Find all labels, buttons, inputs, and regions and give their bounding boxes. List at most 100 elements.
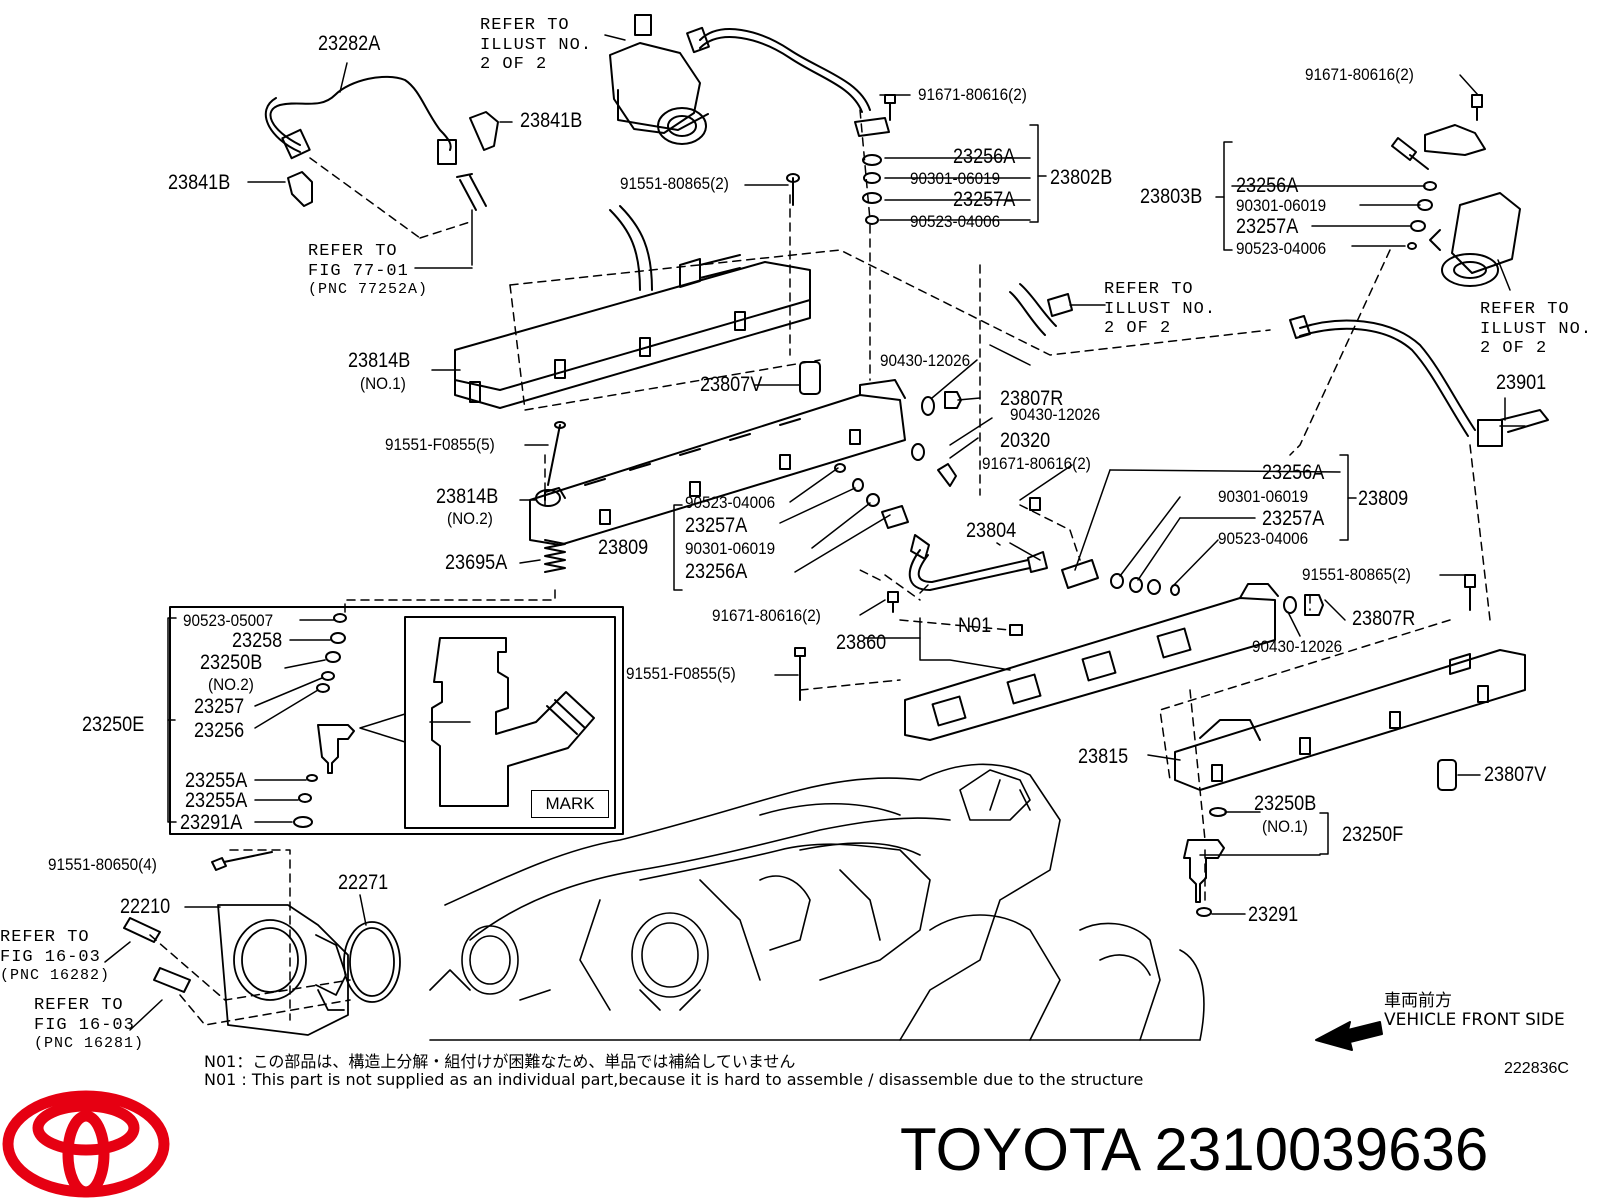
part-label-23258: 23258 <box>232 629 283 652</box>
ref-line: 2 OF 2 <box>1480 339 1548 359</box>
part-label-23282A: 23282A <box>318 32 381 55</box>
ref-line: FIG 77-01 <box>308 261 409 281</box>
ref-line: FIG 16-03 <box>34 1015 135 1035</box>
part-label-23257A: 23257A <box>685 514 748 537</box>
part-sublabel-no2: (NO.2) <box>447 509 493 528</box>
washer-set-23809-right <box>1061 559 1180 596</box>
ref-line: REFER TO <box>34 996 124 1015</box>
ref-line: REFER TO <box>308 242 398 261</box>
part-label-23256A: 23256A <box>685 560 748 583</box>
illustration-code: 222836C <box>1504 1060 1569 1077</box>
injector-23250F <box>1183 807 1227 917</box>
collar-23807V-right <box>1437 759 1457 791</box>
part-label-23250B: 23250B <box>1254 792 1317 815</box>
note-n01-en: N01 : This part is not supplied as an in… <box>204 1070 1144 1089</box>
fitting-group-upper <box>911 391 1041 511</box>
collar-23807V-left <box>799 361 821 395</box>
hose-refer-illust <box>1009 283 1106 336</box>
part-label-23802B: 23802B <box>1050 166 1113 189</box>
part-sublabel-no2: (NO.2) <box>208 675 254 694</box>
leader-lines <box>167 34 1526 915</box>
part-label-23807V: 23807V <box>1484 763 1547 786</box>
bolt-91551-80650 <box>211 851 273 871</box>
part-label-91671-80616: 91671-80616(2) <box>1305 65 1414 84</box>
bolt-91551-F0855 <box>794 647 806 701</box>
ref-line: REFER TO <box>0 928 90 947</box>
part-label-23807V: 23807V <box>700 373 763 396</box>
intake-manifold <box>429 763 1205 1041</box>
ref-line: 2 OF 2 <box>480 55 548 75</box>
part-label-91671-80616: 91671-80616(2) <box>712 606 821 625</box>
part-label-23860: 23860 <box>836 631 887 654</box>
ref-line: ILLUST NO. <box>1104 299 1217 319</box>
part-label-22210: 22210 <box>120 895 171 918</box>
vehicle-front-arrow <box>1315 1021 1383 1051</box>
spring-23695A <box>544 539 566 573</box>
injector-23256 <box>293 613 355 828</box>
part-label-23814B: 23814B <box>348 349 411 372</box>
part-label-23255A: 23255A <box>185 789 248 812</box>
high-pressure-pump-right <box>1429 192 1521 291</box>
washer-set-23809-left <box>834 463 930 560</box>
fuel-pipe-23804 <box>908 549 1048 594</box>
inset-mark-label: MARK <box>531 790 609 818</box>
part-label-23841B: 23841B <box>520 109 583 132</box>
part-label-23257: 23257 <box>194 695 245 718</box>
part-label-23291: 23291 <box>1248 903 1299 926</box>
part-label-90430-12026: 90430-12026 <box>1252 637 1343 656</box>
part-label-90430-12026: 90430-12026 <box>880 351 971 370</box>
ref-pnc: (PNC 77252A) <box>308 281 429 299</box>
fuel-pipe-23901 <box>1289 315 1549 447</box>
part-label-N01: N01 <box>958 614 992 637</box>
vehicle-front-en: VEHICLE FRONT SIDE <box>1384 1010 1565 1030</box>
refer-fig-16-03-pnc-16281: REFER TO FIG 16-03 (PNC 16281) <box>34 996 144 1052</box>
high-pressure-pump-top <box>609 14 871 145</box>
part-label-23841B: 23841B <box>168 171 231 194</box>
vehicle-front-jp: 車両前方 <box>1384 991 1452 1011</box>
injector-kit-box <box>169 606 624 835</box>
part-label-23250B: 23250B <box>200 651 263 674</box>
part-label-23256A: 23256A <box>1236 174 1299 197</box>
part-label-91551-80650: 91551-80650(4) <box>48 855 157 874</box>
part-label-90301-06019: 90301-06019 <box>685 539 776 558</box>
ref-line: REFER TO <box>1104 280 1194 299</box>
ref-line: REFER TO <box>1480 300 1570 319</box>
part-label-91551-80865: 91551-80865(2) <box>1302 565 1411 584</box>
part-label-90301-06019: 90301-06019 <box>1218 487 1309 506</box>
part-label-23291A: 23291A <box>180 811 243 834</box>
part-label-90301-06019: 90301-06019 <box>910 169 1001 188</box>
part-label-23257A: 23257A <box>953 188 1016 211</box>
refer-illust-right: REFER TO ILLUST NO. 2 OF 2 <box>1480 300 1592 359</box>
part-label-23814B: 23814B <box>436 485 499 508</box>
part-label-23804: 23804 <box>966 519 1017 542</box>
ref-line: REFER TO <box>480 16 570 35</box>
part-label-23803B: 23803B <box>1140 185 1203 208</box>
part-label-90523-05007: 90523-05007 <box>183 611 274 630</box>
ref-line: ILLUST NO. <box>480 35 593 55</box>
part-label-23257A: 23257A <box>1236 215 1299 238</box>
fuel-rail-23814B-no1 <box>454 173 811 409</box>
part-label-23256: 23256 <box>194 719 245 742</box>
part-label-23256A: 23256A <box>953 145 1016 168</box>
part-label-23256A: 23256A <box>1262 461 1325 484</box>
part-label-91671-80616: 91671-80616(2) <box>982 454 1091 473</box>
part-label-23257A: 23257A <box>1262 507 1325 530</box>
part-label-23807R: 23807R <box>1000 387 1064 410</box>
part-sublabel-no1: (NO.1) <box>360 374 406 393</box>
fuel-rail-23814B-no2 <box>529 379 906 546</box>
part-label-20320: 20320 <box>1000 429 1051 452</box>
fuel-rail-23815 <box>1174 649 1526 791</box>
ref-line: 2 OF 2 <box>1104 319 1172 339</box>
part-label-90523-04006: 90523-04006 <box>685 493 776 512</box>
part-label-90523-04006: 90523-04006 <box>1236 239 1327 258</box>
ref-line: ILLUST NO. <box>1480 319 1593 339</box>
refer-illust-top: REFER TO ILLUST NO. 2 OF 2 <box>480 16 592 75</box>
fitting-23807R-right <box>1283 574 1476 616</box>
part-label-91551-80865: 91551-80865(2) <box>620 174 729 193</box>
ref-pnc: (PNC 16282) <box>0 967 111 985</box>
part-label-23695A: 23695A <box>445 551 508 574</box>
part-label-90523-04006: 90523-04006 <box>1218 529 1309 548</box>
part-label-23815: 23815 <box>1078 745 1129 768</box>
part-label-23809: 23809 <box>598 536 649 559</box>
